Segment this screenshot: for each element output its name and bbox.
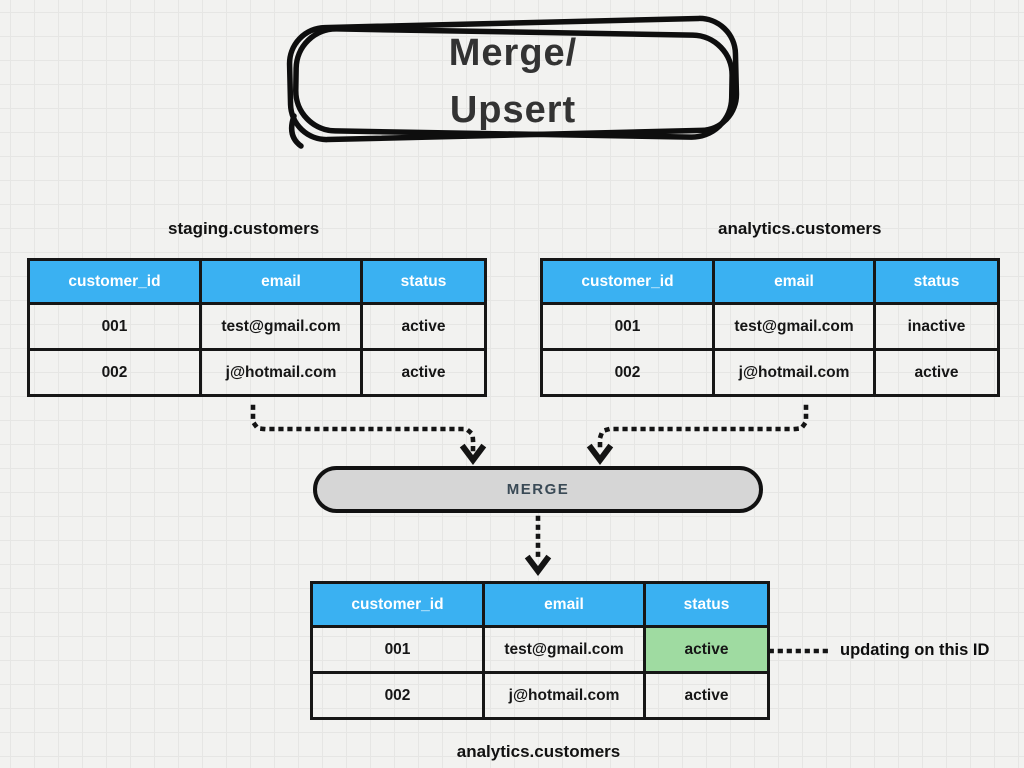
table-row: 001 test@gmail.com active bbox=[27, 302, 487, 351]
arrow-down-icon bbox=[459, 443, 487, 465]
staging-table-label: staging.customers bbox=[168, 219, 320, 238]
column-header-customer-id: customer_id bbox=[540, 258, 715, 305]
column-header-email: email bbox=[712, 258, 876, 305]
column-header-status: status bbox=[360, 258, 487, 305]
header-row: customer_id email status bbox=[540, 258, 1000, 305]
table-row: 002 j@hotmail.com active bbox=[540, 348, 1000, 397]
table-row: 001 test@gmail.com inactive bbox=[540, 302, 1000, 351]
sketch-border-icon bbox=[286, 15, 740, 149]
cell-status: active bbox=[360, 348, 487, 397]
header-row: customer_id email status bbox=[27, 258, 487, 305]
cell-status: active bbox=[360, 302, 487, 351]
column-header-customer-id: customer_id bbox=[310, 581, 485, 628]
cell-status-highlighted: active bbox=[643, 625, 770, 674]
analytics-source-table: customer_id email status 001 test@gmail.… bbox=[540, 258, 1000, 397]
table-row: 002 j@hotmail.com active bbox=[27, 348, 487, 397]
cell-email: test@gmail.com bbox=[482, 625, 646, 674]
arrow-analytics-to-merge bbox=[597, 404, 809, 452]
table-row: 002 j@hotmail.com active bbox=[310, 671, 770, 720]
analytics-source-table-label: analytics.customers bbox=[718, 219, 882, 238]
column-header-status: status bbox=[873, 258, 1000, 305]
page-title: Merge/ Upsert bbox=[278, 6, 748, 156]
cell-customer-id: 001 bbox=[540, 302, 715, 351]
column-header-email: email bbox=[199, 258, 363, 305]
cell-email: j@hotmail.com bbox=[482, 671, 646, 720]
cell-email: j@hotmail.com bbox=[199, 348, 363, 397]
cell-status: active bbox=[643, 671, 770, 720]
annotation-updating-id: updating on this ID bbox=[840, 641, 990, 659]
merge-node: MERGE bbox=[313, 466, 763, 513]
table-row: 001 test@gmail.com active bbox=[310, 625, 770, 674]
cell-email: test@gmail.com bbox=[712, 302, 876, 351]
cell-email: test@gmail.com bbox=[199, 302, 363, 351]
column-header-customer-id: customer_id bbox=[27, 258, 202, 305]
title-line-1: Merge/ bbox=[448, 31, 578, 74]
staging-customers-table: customer_id email status 001 test@gmail.… bbox=[27, 258, 487, 397]
cell-customer-id: 002 bbox=[540, 348, 715, 397]
analytics-result-table-label: analytics.customers bbox=[456, 742, 621, 761]
cell-customer-id: 001 bbox=[310, 625, 485, 674]
cell-customer-id: 002 bbox=[310, 671, 485, 720]
header-row: customer_id email status bbox=[310, 581, 770, 628]
title-sketch-box: Merge/ Upsert bbox=[278, 6, 748, 156]
arrow-staging-to-merge bbox=[250, 404, 476, 452]
cell-customer-id: 001 bbox=[27, 302, 202, 351]
cell-email: j@hotmail.com bbox=[712, 348, 876, 397]
column-header-status: status bbox=[643, 581, 770, 628]
title-line-2: Upsert bbox=[449, 88, 577, 131]
arrow-down-icon bbox=[524, 554, 552, 576]
analytics-result-table: customer_id email status 001 test@gmail.… bbox=[310, 581, 770, 720]
cell-status: inactive bbox=[873, 302, 1000, 351]
cell-customer-id: 002 bbox=[27, 348, 202, 397]
arrow-down-icon bbox=[586, 443, 614, 465]
column-header-email: email bbox=[482, 581, 646, 628]
cell-status: active bbox=[873, 348, 1000, 397]
